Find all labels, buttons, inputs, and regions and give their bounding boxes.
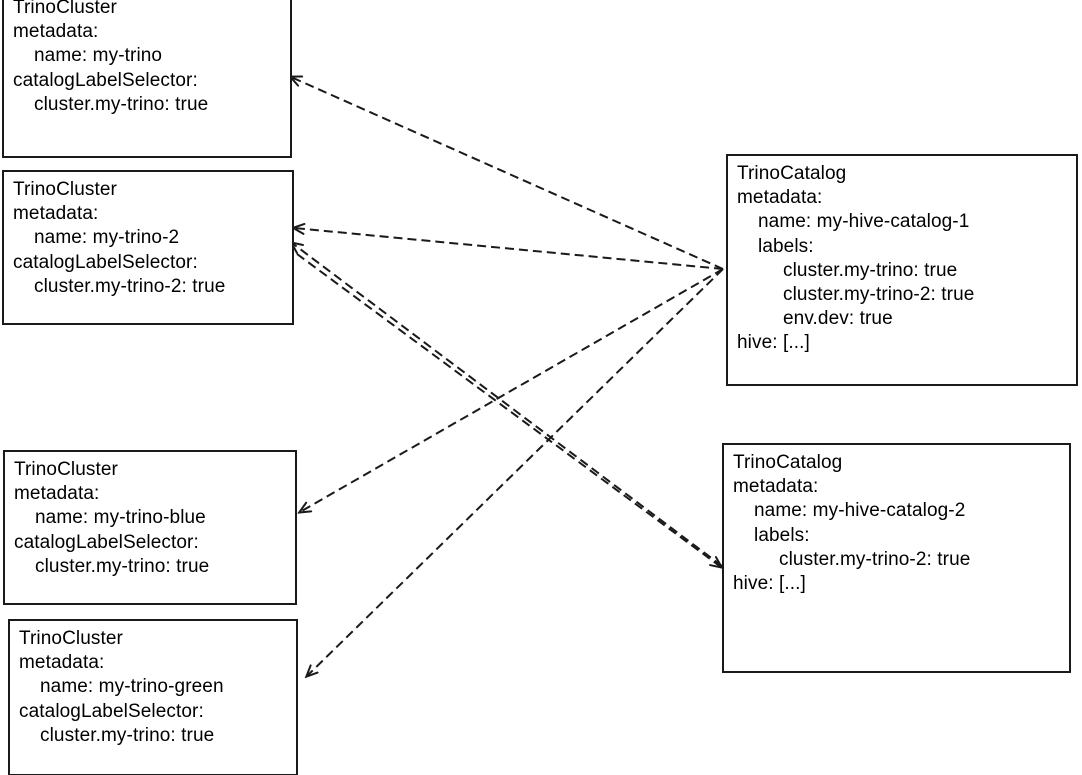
catalog-label-selector-label: catalogLabelSelector: — [19, 700, 204, 722]
catalog-label-selector-label: catalogLabelSelector: — [13, 69, 198, 91]
metadata-label: metadata: — [13, 203, 99, 225]
metadata-name: name: my-trino-blue — [35, 507, 206, 529]
metadata-label: metadata: — [13, 21, 99, 43]
trinocluster-my-trino-2[interactable]: TrinoCluster metadata: name: my-trino-2 … — [2, 170, 294, 325]
catalog-label-selector-entry: cluster.my-trino: true — [34, 93, 209, 115]
trinocluster-my-trino-green[interactable]: TrinoCluster metadata: name: my-trino-gr… — [8, 619, 298, 775]
edge-catalog2-to-my-trino-2 — [292, 243, 723, 567]
node-kind: TrinoCluster — [19, 628, 123, 649]
metadata-name: name: my-trino-2 — [34, 227, 180, 249]
catalog-label-selector-label: catalogLabelSelector: — [14, 531, 199, 553]
label-entry: env.dev: true — [783, 308, 893, 330]
node-kind: TrinoCluster — [13, 0, 117, 18]
metadata-name: name: my-trino — [34, 45, 163, 67]
catalog-label-selector-entry: cluster.my-trino: true — [40, 724, 215, 746]
edge-catalog1-to-my-trino-green — [307, 268, 724, 676]
metadata-name: name: my-hive-catalog-1 — [758, 211, 970, 233]
trinocluster-my-trino[interactable]: TrinoCluster metadata: name: my-trino ca… — [2, 0, 292, 158]
catalog-label-selector-entry: cluster.my-trino-2: true — [34, 275, 226, 297]
metadata-label: metadata: — [733, 476, 819, 498]
node-kind: TrinoCatalog — [737, 163, 847, 184]
labels-label: labels: — [754, 524, 810, 546]
metadata-label: metadata: — [19, 652, 105, 674]
trinocatalog-my-hive-catalog-2[interactable]: TrinoCatalog metadata: name: my-hive-cat… — [722, 443, 1071, 673]
connector-line: hive: [...] — [737, 332, 810, 354]
edge-catalog1-to-my-trino-2 — [294, 228, 724, 270]
label-entry: cluster.my-trino-2: true — [783, 284, 975, 306]
edge-catalog1-to-my-trino-blue — [300, 268, 724, 512]
metadata-label: metadata: — [14, 483, 100, 505]
metadata-name: name: my-trino-green — [40, 676, 224, 698]
labels-label: labels: — [758, 235, 814, 257]
edge-catalog1-to-my-trino — [291, 77, 724, 270]
label-entry: cluster.my-trino-2: true — [779, 548, 971, 570]
connector-line: hive: [...] — [733, 573, 806, 595]
node-kind: TrinoCatalog — [733, 452, 843, 473]
trinocluster-my-trino-blue[interactable]: TrinoCluster metadata: name: my-trino-bl… — [3, 450, 297, 605]
label-entry: cluster.my-trino: true — [783, 259, 958, 281]
catalog-label-selector-entry: cluster.my-trino: true — [35, 555, 210, 577]
metadata-name: name: my-hive-catalog-2 — [754, 500, 966, 522]
node-kind: TrinoCluster — [13, 179, 117, 200]
catalog-label-selector-label: catalogLabelSelector: — [13, 251, 198, 273]
node-kind: TrinoCluster — [14, 459, 118, 480]
metadata-label: metadata: — [737, 187, 823, 209]
edge-my-trino-2-to-catalog2 — [296, 253, 721, 567]
trinocatalog-my-hive-catalog-1[interactable]: TrinoCatalog metadata: name: my-hive-cat… — [726, 154, 1078, 386]
